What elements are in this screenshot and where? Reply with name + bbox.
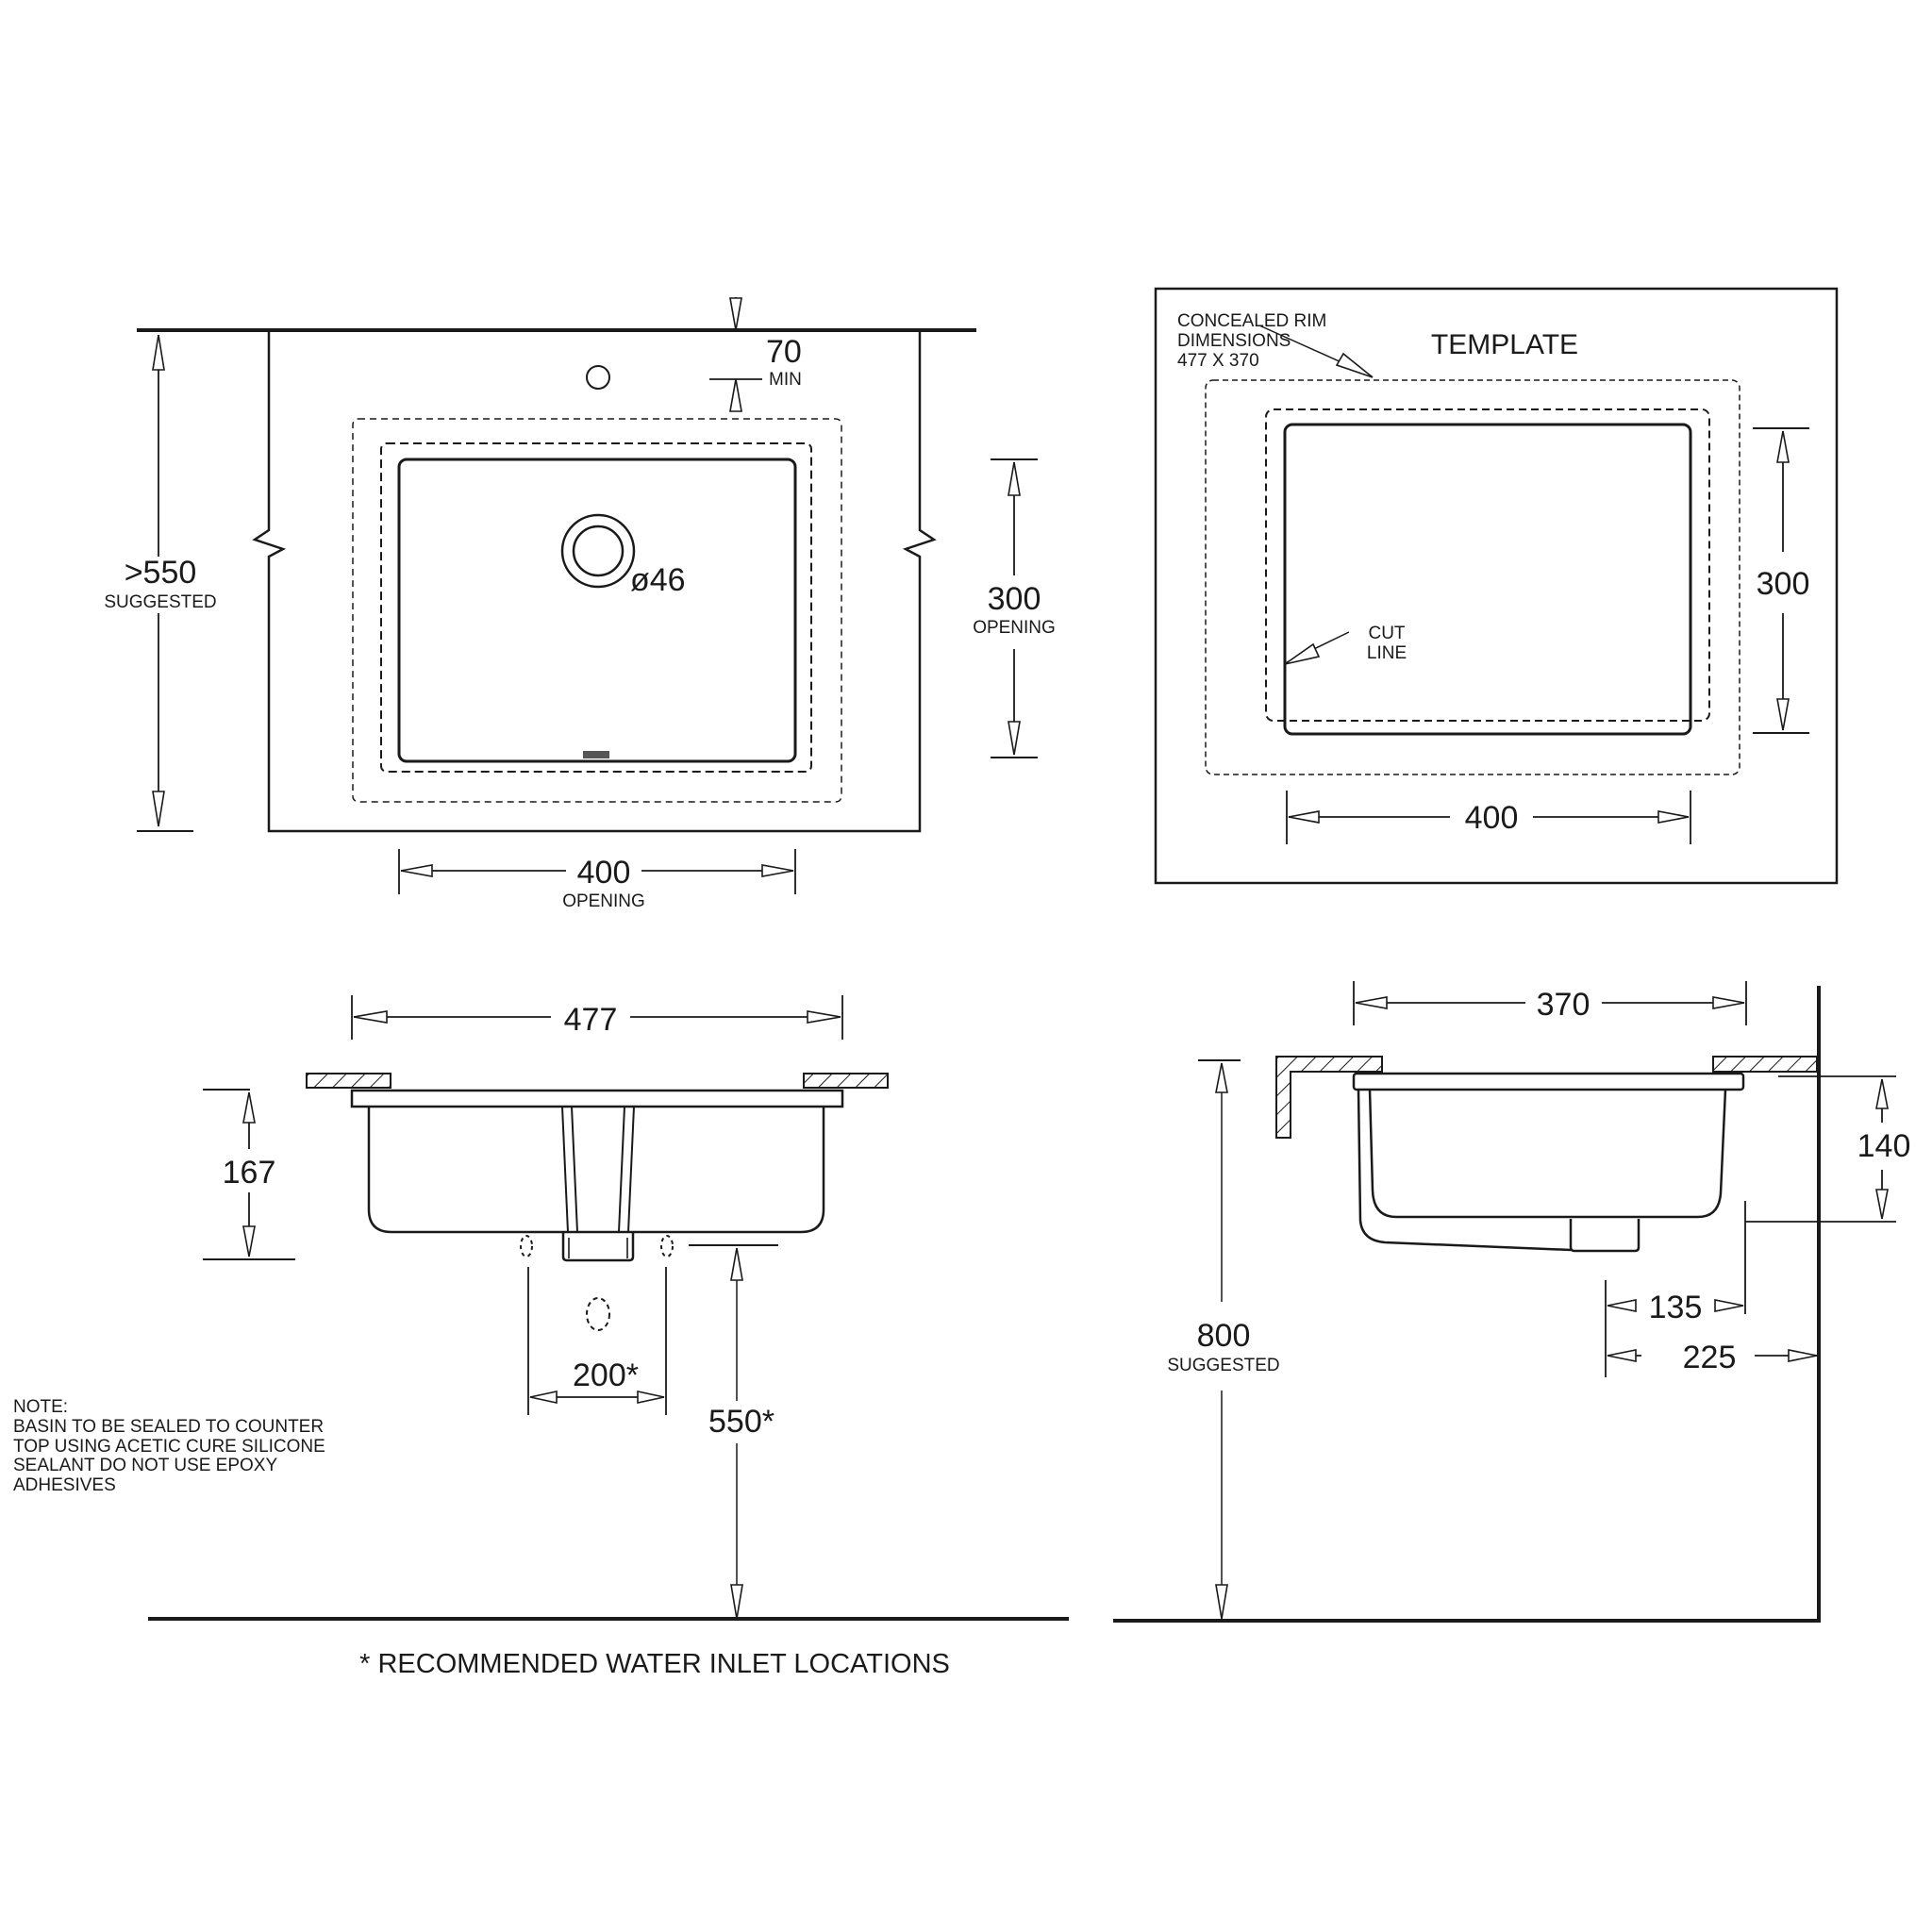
arrow-down-icon <box>729 297 742 331</box>
arrow-left-icon <box>1288 810 1320 824</box>
inlet-right-icon <box>660 1235 674 1257</box>
basin-height-value: 167 <box>223 1155 276 1191</box>
overflow-slot <box>583 751 609 758</box>
counter-section-right <box>803 1073 889 1089</box>
arrow-right-icon <box>807 1010 841 1024</box>
tap-clearance-value: 70 <box>766 334 802 370</box>
bowl-depth-value: 140 <box>1857 1128 1911 1164</box>
arrow-down-icon <box>152 791 165 827</box>
arrow-down-icon <box>1215 1584 1228 1620</box>
overflow-channel <box>1357 1089 1572 1252</box>
basin-bowl <box>1368 1089 1727 1219</box>
rim-note-line2: DIMENSIONS <box>1177 331 1291 351</box>
template-title: TEMPLATE <box>1431 329 1578 360</box>
counter-section-back <box>1712 1056 1818 1073</box>
overall-depth-value: 370 <box>1537 987 1591 1023</box>
note-line-4: ADHESIVES <box>13 1475 116 1495</box>
basin-rim <box>1352 1072 1745 1091</box>
arrow-up-icon <box>1215 1062 1228 1093</box>
arrow-up-icon <box>152 334 165 371</box>
waste-diameter: ø46 <box>630 562 686 598</box>
arrow-right-icon <box>1714 1299 1744 1312</box>
arrow-down-icon <box>242 1225 256 1257</box>
template-width-value: 400 <box>1465 800 1519 836</box>
arrow-left-icon <box>353 1010 388 1024</box>
waste-pipe-icon <box>586 1297 610 1331</box>
arrow-right-icon <box>1712 996 1745 1009</box>
inlet-left-icon <box>520 1235 533 1257</box>
overflow-channel <box>561 1106 635 1233</box>
tap-clearance-label: MIN <box>769 370 802 390</box>
arrow-left-icon <box>1607 1299 1637 1312</box>
arrow-right-icon <box>1657 810 1690 824</box>
arrow-right-icon <box>761 864 794 877</box>
plan-view: ø46 >550 SUGGESTED 70 MIN 300 OPENING <box>104 297 1056 911</box>
overall-depth-label: SUGGESTED <box>104 592 216 612</box>
tap-hole-icon <box>586 365 610 390</box>
inlet-spacing-value: 200* <box>573 1357 639 1393</box>
inlet-height-value: 550* <box>708 1404 774 1440</box>
basin-bowl <box>367 1107 825 1234</box>
arrow-up-icon <box>730 1247 743 1281</box>
opening-width-value: 400 <box>577 855 631 891</box>
note-heading: NOTE: <box>13 1397 68 1417</box>
overall-width-value: 477 <box>564 1002 618 1038</box>
arrow-left-icon <box>1355 996 1388 1009</box>
bowl-outline-dashed <box>380 442 812 773</box>
rim-note-line1: CONCEALED RIM <box>1177 311 1326 331</box>
rim-outline-dashed <box>1205 379 1740 775</box>
note-line-3: SEALANT DO NOT USE EPOXY <box>13 1456 277 1475</box>
waste-offset-value: 135 <box>1649 1290 1703 1325</box>
note-line-2: TOP USING ACETIC CURE SILICONE <box>13 1437 325 1457</box>
cut-line-label-2: LINE <box>1367 643 1407 663</box>
arrow-left-icon <box>1607 1349 1637 1362</box>
waste-inner-icon <box>572 525 625 577</box>
arrow-right-icon <box>1788 1349 1818 1362</box>
arrow-up-icon <box>729 378 742 412</box>
arrow-up-icon <box>1776 430 1790 463</box>
opening-depth-value: 300 <box>988 581 1041 617</box>
leader-arrow-icon <box>1284 642 1321 665</box>
arrow-down-icon <box>730 1584 743 1620</box>
basin-rim <box>350 1089 844 1108</box>
installation-note: NOTE: BASIN TO BE SEALED TO COUNTER TOP … <box>13 1397 325 1495</box>
arrow-up-icon <box>242 1091 256 1124</box>
template-height-value: 300 <box>1757 566 1810 602</box>
template-frame <box>1154 287 1839 885</box>
cut-line-outline <box>1283 423 1692 736</box>
arrow-up-icon <box>1008 461 1021 496</box>
arrow-down-icon <box>1875 1189 1889 1220</box>
counter-outline <box>252 330 937 833</box>
overall-depth-value: >550 <box>125 555 197 591</box>
arrow-up-icon <box>1875 1078 1889 1109</box>
wall-offset-value: 225 <box>1683 1340 1737 1375</box>
leader-arrow-icon <box>1335 352 1374 378</box>
note-line-1: BASIN TO BE SEALED TO COUNTER <box>13 1417 324 1437</box>
template-view: TEMPLATE CONCEALED RIM DIMENSIONS 477 X … <box>1154 287 1839 885</box>
waste-outer-icon <box>560 513 636 589</box>
arrow-left-icon <box>400 864 433 877</box>
front-elevation: 477 167 200* <box>148 995 1069 1621</box>
counter-section-left <box>306 1073 391 1089</box>
arrow-down-icon <box>1008 721 1021 756</box>
counter-section-front <box>1275 1056 1383 1139</box>
opening-width-label: OPENING <box>562 891 645 911</box>
waste-outlet <box>1569 1219 1641 1253</box>
arrow-right-icon <box>637 1391 665 1404</box>
bowl-outline-dashed <box>1265 408 1710 722</box>
rim-note-line3: 477 X 370 <box>1177 351 1259 371</box>
opening-outline <box>397 458 797 763</box>
cut-line-label-1: CUT <box>1368 624 1405 643</box>
counter-height-label: SUGGESTED <box>1167 1356 1279 1375</box>
arrow-left-icon <box>529 1391 558 1404</box>
arrow-down-icon <box>1776 698 1790 731</box>
counter-height-value: 800 <box>1197 1318 1251 1354</box>
rim-outline-dashed <box>352 418 842 803</box>
side-elevation: 370 140 135 225 800 SUGGESTED <box>1113 981 1910 1623</box>
waste-outlet <box>561 1232 635 1262</box>
opening-depth-label: OPENING <box>973 618 1056 638</box>
footnote: * RECOMMENDED WATER INLET LOCATIONS <box>359 1649 950 1679</box>
